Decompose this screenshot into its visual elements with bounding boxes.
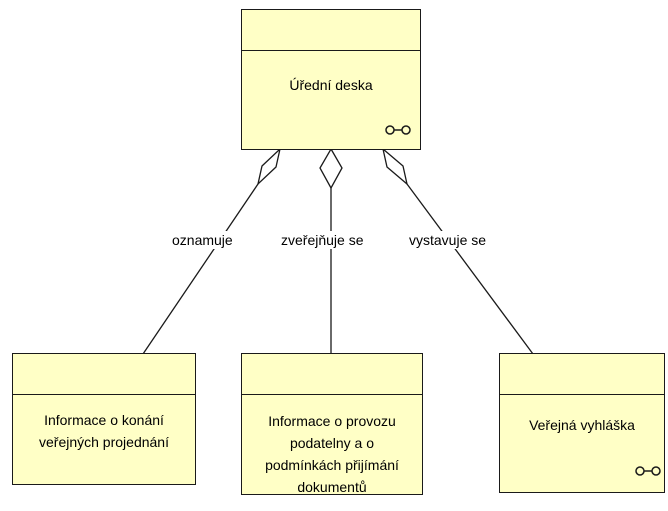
aggregation-diamond-left: [256, 147, 282, 186]
entity-box-informace-o-provozu[interactable]: Informace o provozu podatelny a o podmín…: [241, 353, 423, 495]
box-label: Veřejná vyhláška: [529, 417, 635, 433]
aggregation-diamond-right: [381, 147, 409, 186]
connector-line-right: [406, 183, 534, 355]
box-label: Informace o konání veřejných projednání: [39, 412, 169, 450]
aggregation-link-icon: [635, 466, 661, 476]
box-header: [500, 354, 664, 395]
aggregation-link-icon: [385, 125, 411, 135]
aggregation-diamond-middle: [319, 147, 343, 190]
box-label: Úřední deska: [289, 77, 373, 93]
connector-label-middle: zveřejňuje se: [279, 231, 366, 249]
box-label: Informace o provozu podatelny a o podmín…: [265, 413, 399, 495]
connector-label-left: oznamuje: [170, 231, 235, 249]
box-header: [242, 354, 422, 395]
connector-line-left: [142, 183, 259, 355]
box-header: [13, 354, 195, 395]
entity-box-informace-o-konani[interactable]: Informace o konání veřejných projednání: [12, 353, 196, 485]
entity-box-verejna-vyhlaska[interactable]: Veřejná vyhláška: [499, 353, 665, 493]
entity-box-uredni-deska[interactable]: Úřední deska: [241, 9, 421, 150]
box-header: [242, 10, 420, 51]
connector-label-right: vystavuje se: [407, 231, 489, 249]
